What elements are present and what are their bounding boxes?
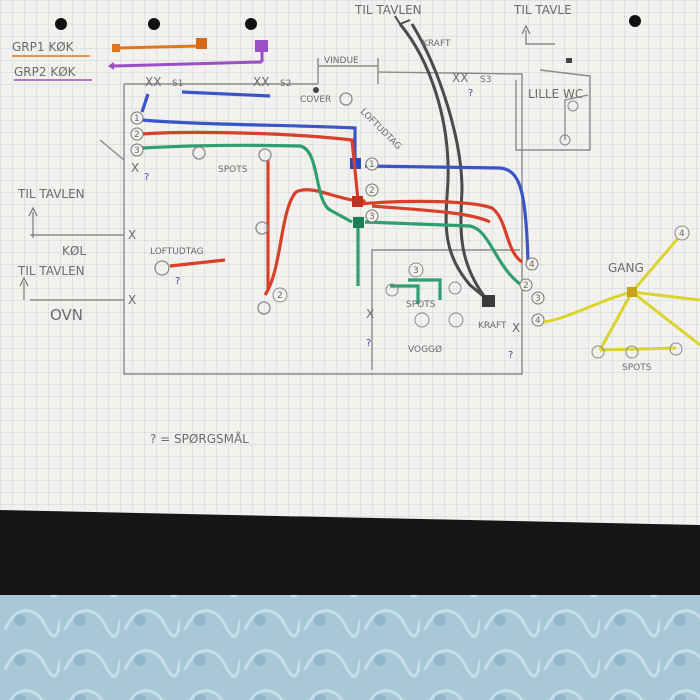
footnote: ? = SPØRGSMÅL <box>150 431 249 446</box>
blue-circuit <box>140 90 530 263</box>
green-circuit <box>141 143 521 304</box>
spots-vogg-label: SPOTS <box>406 300 436 310</box>
left-terminal-numbers: 1 2 3 X ? <box>130 111 149 183</box>
legend-grp1-label: GRP1 KØK <box>12 40 75 54</box>
left-num-1: 1 <box>134 114 140 124</box>
spots-num-2: 2 <box>277 291 283 301</box>
til-tavlen-left2-label: TIL TAVLEN <box>17 264 85 278</box>
arrow-up-icon <box>521 24 531 35</box>
switch-s2-label: S2 <box>280 79 291 89</box>
kraft-top-label: KRAFT <box>422 39 451 49</box>
ceiling-outlet-left-icon <box>154 260 170 276</box>
kraft-bottom-label: KRAFT <box>478 321 507 331</box>
vogg-x-mark-left: X <box>366 307 374 321</box>
grp1-box <box>196 38 207 49</box>
spot-light-icon <box>448 281 462 295</box>
gang-circuit: 4 GANG SPOTS <box>543 225 700 373</box>
circle-num-4-gang <box>674 225 690 241</box>
spot-light-icon <box>385 283 399 297</box>
switch-s1-x: XX <box>145 75 161 89</box>
question-mark-left: ? <box>144 172 149 183</box>
question-mark-vogg-right: ? <box>508 350 513 361</box>
gang-label: GANG <box>608 261 644 275</box>
arrow-up-icon <box>28 206 38 217</box>
til-tavlen-top-label: TIL TAVLEN <box>354 3 422 17</box>
right-num-2: 2 <box>523 281 529 291</box>
spot-light-icon <box>559 134 571 146</box>
left-labels: TIL TAVLEN KØL X TIL TAVLEN OVN X LOFTUD… <box>17 187 204 324</box>
room-outline <box>30 58 591 375</box>
paper-sheet <box>0 0 700 525</box>
grp2-arrow-icon <box>108 62 114 70</box>
question-mark-vogg-left: ? <box>366 338 371 349</box>
spot-light-icon <box>448 312 464 328</box>
kraft-outlet-box <box>482 295 495 307</box>
right-num-3: 3 <box>535 294 541 304</box>
spot-light-icon <box>625 345 639 359</box>
spot-light-icon <box>258 148 272 162</box>
switch-s3-x: XX <box>452 71 468 85</box>
right-num-4a: 4 <box>529 260 535 270</box>
spot-light-icon <box>192 146 206 160</box>
spot-light-icon <box>255 221 269 235</box>
cover-box <box>313 87 319 93</box>
left-num-3: 3 <box>134 146 140 156</box>
spot-light-icon <box>567 100 579 112</box>
green-junction-box <box>353 217 364 228</box>
punch-holes <box>55 15 641 30</box>
legend-grp2-label: GRP2 KØK <box>14 65 77 79</box>
kraft-cable <box>394 15 489 302</box>
left-x-mark: X <box>131 161 139 175</box>
tablecloth <box>0 595 700 700</box>
junction-num-3: 3 <box>369 212 375 222</box>
vogg-num-3: 3 <box>413 266 419 276</box>
vogg-room: 3 SPOTS VOGGØ X ? X ? <box>366 262 520 361</box>
wc-box <box>566 58 572 63</box>
loftudtag-left-label: LOFTUDTAG <box>150 247 204 257</box>
spot-light-icon <box>414 312 430 328</box>
kol-label: KØL <box>62 244 86 258</box>
gang-num-4: 4 <box>679 229 685 239</box>
kol-x-mark: X <box>128 228 136 242</box>
ceiling-outlet-center-icon <box>339 92 353 106</box>
window-label: VINDUE <box>324 56 359 66</box>
spots-center: 2 SPOTS <box>192 146 288 315</box>
lille-wc-label: LILLE WC <box>528 87 583 101</box>
left-num-2: 2 <box>134 130 140 140</box>
junction-num-2: 2 <box>369 186 375 196</box>
spots-gang-label: SPOTS <box>622 363 652 373</box>
switches: XX S1 XX S2 XX S3 ? <box>145 71 491 99</box>
switch-s1-label: S1 <box>172 79 183 89</box>
red-junction-box <box>352 196 363 207</box>
junction-num-1: 1 <box>369 160 375 170</box>
ovn-label: OVN <box>50 306 83 324</box>
spot-light-icon <box>257 301 271 315</box>
arrow-up-icon <box>19 276 29 287</box>
grp1-marker <box>112 44 120 52</box>
right-terminal-numbers: 4 2 3 4 <box>519 257 545 327</box>
gang-junction-box <box>627 287 637 297</box>
spots-center-label: SPOTS <box>218 165 248 175</box>
til-tavle-right-label: TIL TAVLE <box>513 3 572 17</box>
switch-s2-x: XX <box>253 75 269 89</box>
spot-light-icon <box>591 345 605 359</box>
question-mark-loftudtag: ? <box>175 276 180 287</box>
grp2-box <box>255 40 268 52</box>
til-tavlen-left1-label: TIL TAVLEN <box>17 187 85 201</box>
junction-numbers: 1 2 3 <box>365 157 379 223</box>
question-mark-s3: ? <box>468 88 473 99</box>
lille-wc: TIL TAVLE LILLE WC <box>513 3 589 146</box>
switch-s3-label: S3 <box>480 75 491 85</box>
red-circuit <box>141 130 524 296</box>
legend: GRP1 KØK GRP2 KØK <box>12 38 268 81</box>
right-num-4b: 4 <box>535 316 541 326</box>
vogg-x-mark-right: X <box>512 321 520 335</box>
circle-num-2-spots <box>272 287 288 303</box>
vogg-label: VOGGØ <box>408 344 442 355</box>
spot-light-icon <box>669 342 683 356</box>
cover-label: COVER <box>300 95 331 105</box>
circle-num-3-vogg <box>408 262 424 278</box>
ovn-x-mark: X <box>128 293 136 307</box>
